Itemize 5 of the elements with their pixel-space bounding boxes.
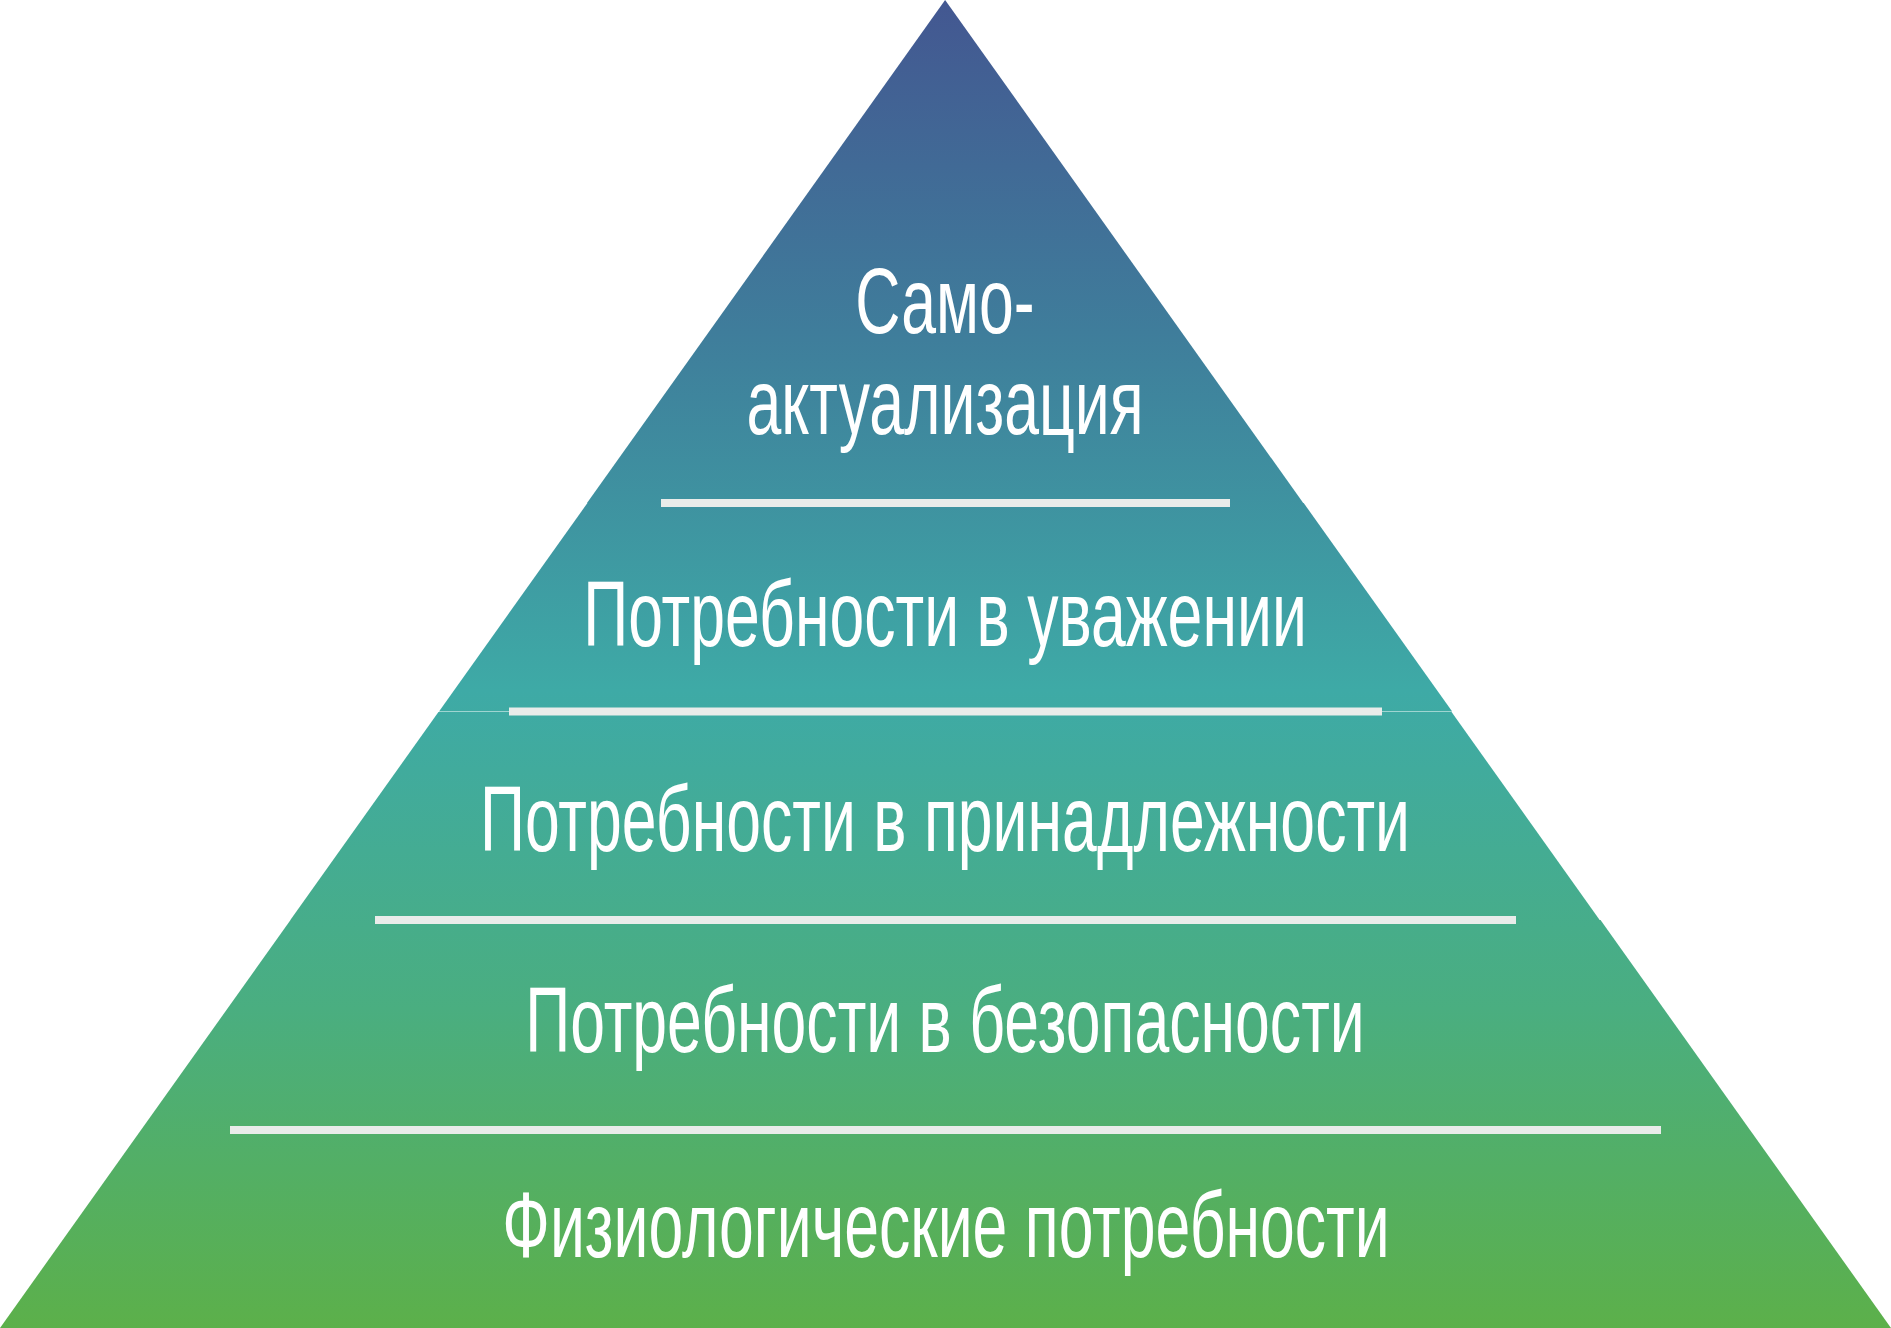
level-label: Потребности в принадлежности <box>480 769 1411 871</box>
level-label: Само- актуализация <box>746 250 1145 454</box>
level-label: Физиологические потребности <box>501 1175 1390 1277</box>
level-label: Потребности в уважении <box>583 564 1308 666</box>
level-label: Потребности в безопасности <box>525 970 1366 1072</box>
